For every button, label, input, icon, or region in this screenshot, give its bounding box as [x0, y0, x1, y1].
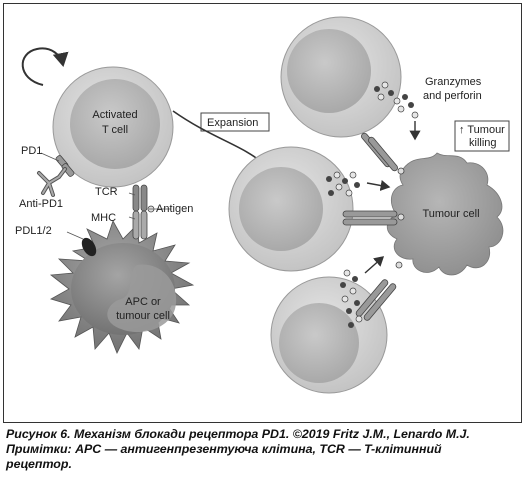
apc-cell: APC or tumour cell — [49, 220, 195, 354]
t-cell-top — [280, 16, 402, 138]
caption-line-1: Рисунок 6. Механізм блокади рецептора PD… — [6, 427, 470, 441]
mhc-label: MHC — [91, 212, 116, 224]
expansion-box — [200, 112, 270, 132]
activated-t-cell-label-1: Activated — [92, 109, 137, 121]
tcr-mhc-complex — [132, 184, 155, 240]
pdl-ligand — [81, 237, 97, 257]
tcr-label: TCR — [95, 186, 118, 198]
expansion-label: Expansion — [207, 117, 258, 129]
granzymes-label-1: Granzymes — [425, 76, 482, 88]
pdl-label: PDL1/2 — [15, 225, 52, 237]
synapse-bottom — [355, 261, 403, 321]
pd1-receptor — [55, 155, 75, 177]
pd1-blockade-diagram: Activated T cell APC or tumour cell TCR … — [15, 16, 510, 394]
granules-middle — [326, 171, 360, 197]
pd1-label: PD1 — [21, 145, 42, 157]
caption-line-2: Примітки: APC — антигенпрезентуюча кліти… — [6, 442, 442, 456]
tumour-cell: Tumour cell — [386, 152, 504, 276]
granules-top — [374, 81, 419, 119]
granules-bottom — [340, 269, 363, 328]
apc-label-1: APC or — [125, 296, 161, 308]
granzymes-label-2: and perforin — [423, 90, 482, 102]
t-cell-bottom — [270, 276, 388, 394]
caption-line-3: рецептор. — [6, 457, 72, 471]
tumour-killing-box — [454, 120, 510, 152]
apc-label-2: tumour cell — [116, 310, 170, 322]
proliferation-loop-arrow — [21, 47, 69, 86]
tumour-killing-label-2: killing — [469, 137, 497, 149]
anti-pd1-label: Anti-PD1 — [19, 198, 63, 210]
synapse-top — [361, 132, 405, 175]
synapse-middle — [342, 210, 405, 226]
figure-caption: Рисунок 6. Механізм блокади рецептора PD… — [6, 427, 523, 472]
antigen-label: Antigen — [156, 203, 193, 215]
activated-t-cell-label-2: T cell — [102, 124, 128, 136]
tumour-killing-label-1: ↑ Tumour — [459, 124, 505, 136]
anti-pd1-antibody — [37, 167, 67, 197]
tumour-cell-label: Tumour cell — [422, 208, 479, 220]
activated-t-cell: Activated T cell — [52, 66, 174, 188]
t-cell-middle — [228, 146, 354, 272]
